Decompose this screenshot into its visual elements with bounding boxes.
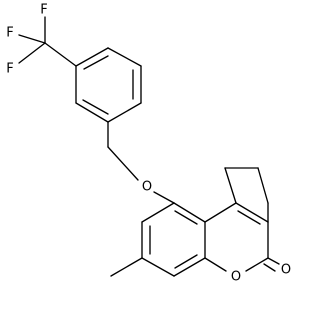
bond-cf3-lower-f	[18, 42, 46, 64]
phenyl-double-bond-3	[82, 99, 109, 115]
aromatic-double-bond-1	[174, 210, 198, 225]
carbonyl-double-bond-a	[267, 257, 280, 265]
bond-cf3-to-ring	[44, 42, 77, 67]
pyranone-bond-cc-double	[235, 202, 269, 223]
cyclopentane-bond-1	[224, 167, 237, 204]
methyl-bond	[110, 257, 143, 277]
fluorine-upper-label: F	[6, 26, 13, 41]
phenyl-bond-1	[75, 47, 109, 67]
aromatic-bond-3	[173, 257, 206, 277]
pyranone-bond-c-to-c	[204, 202, 237, 223]
trifluoromethyl-group: F F F	[6, 3, 77, 77]
cyclopentane-ring	[224, 167, 269, 223]
aromatic-bond-6	[141, 202, 175, 223]
fluorine-lower-label: F	[6, 62, 13, 77]
carbonyl-oxygen-label: O	[281, 263, 291, 278]
bond-ch2-to-oxygen	[107, 146, 139, 181]
cyclopentane-bond-3	[257, 167, 269, 204]
coumarin-benzene-ring	[141, 202, 206, 277]
carbonyl-double-bond-b	[263, 263, 276, 272]
pyranone-inner-double	[237, 210, 261, 225]
pyranone-bond-o-to-aromatic	[204, 257, 227, 272]
carbonyl-group: O	[263, 257, 291, 278]
phenyl-bond-2	[107, 47, 142, 67]
aromatic-bond-4	[141, 257, 175, 277]
phenyl-bond-5	[75, 102, 109, 123]
phenyl-ring	[75, 47, 142, 123]
chemical-structure-diagram: F F F O	[0, 0, 293, 317]
phenyl-bond-4	[107, 102, 142, 123]
phenyl-double-bond-1	[83, 55, 109, 70]
aromatic-bond-1	[173, 202, 206, 223]
bond-cf3-upper-f	[18, 34, 46, 44]
pyranone-ring: O	[204, 202, 269, 285]
fluorine-top-label: F	[40, 3, 47, 18]
benzyloxy-linker: O	[107, 121, 175, 204]
aromatic-double-bond-2	[174, 254, 198, 269]
ether-oxygen-label: O	[142, 180, 152, 195]
ring-oxygen-label: O	[231, 270, 241, 285]
bond-oxygen-to-aromatic	[153, 191, 175, 204]
pyranone-bond-carbonyl-to-o	[245, 257, 269, 272]
diagram-background	[0, 0, 293, 317]
